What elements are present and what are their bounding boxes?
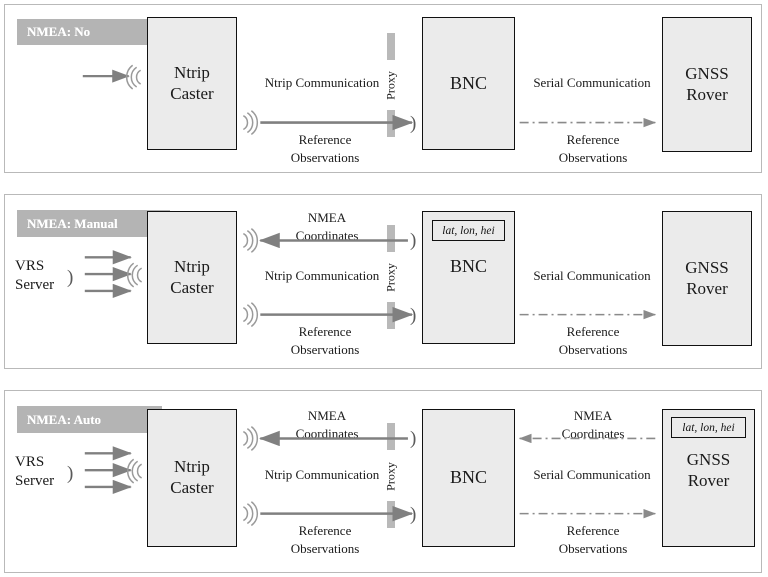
edge-label-line: Observations	[290, 149, 360, 165]
node-bnc: BNC	[422, 409, 515, 547]
edge-label-nmea-coordinates: NMEA Coordinates	[257, 209, 397, 244]
edge-label-line: Coordinates	[561, 425, 625, 441]
node-ntrip-caster: Ntrip Caster	[147, 409, 237, 547]
status-badge: NMEA: No	[17, 19, 149, 45]
edge-label-reference-observations: Reference Observations	[523, 323, 663, 358]
node-vrs-server: VRS Server	[15, 453, 54, 491]
edge-label-line: Coordinates	[295, 227, 359, 243]
node-label-line: VRS	[15, 454, 45, 470]
node-label-line: BNC	[449, 467, 487, 488]
node-label-line: GNSS	[685, 63, 729, 83]
edge-label-line: Reference	[298, 523, 352, 538]
edge-label-reference-observations: Reference Observations	[523, 131, 663, 166]
node-label-line: Ntrip	[174, 62, 210, 82]
node-label-line: Server	[15, 472, 55, 489]
edge-label-ntrip-communication: Ntrip Communication	[264, 268, 380, 283]
edge-label-line: NMEA	[307, 210, 347, 225]
edge-label-ntrip-communication: Ntrip Communication	[264, 75, 380, 90]
edge-label-reference-observations: Reference Observations	[523, 522, 663, 557]
vrs-emitter-symbol: )	[67, 463, 74, 484]
node-gnss-rover: GNSS Rover	[662, 17, 752, 152]
edge-label-line: Reference	[566, 523, 620, 538]
node-label-line: GNSS	[685, 257, 729, 277]
antenna-icon	[127, 458, 143, 484]
bnc-receiver-symbol: )	[410, 113, 417, 134]
edge-label-line: NMEA	[573, 408, 613, 423]
coordinate-chip-bnc: lat, lon, hei	[432, 220, 505, 241]
vrs-emitter-symbol: )	[67, 267, 74, 288]
edge-label-reference-observations: Reference Observations	[255, 131, 395, 166]
proxy-bar-upper	[387, 225, 395, 252]
edge-label-line: Reference	[566, 324, 620, 339]
status-badge: NMEA: Auto	[17, 406, 162, 433]
node-label-line: Ntrip	[174, 256, 210, 276]
panel-nmea-auto: NMEA: Auto VRS Server ) Ntrip Caster BNC…	[4, 390, 762, 573]
edge-label-reference-observations: Reference Observations	[255, 323, 395, 358]
bnc-receiver-symbol-lower: )	[410, 504, 417, 525]
node-label-line: Server	[15, 276, 55, 293]
edge-label-reference-observations: Reference Observations	[255, 522, 395, 557]
node-label-line: Rover	[687, 470, 730, 490]
edge-label-nmea-coordinates: NMEA Coordinates	[257, 407, 397, 442]
panel-nmea-no: NMEA: No Ntrip Caster BNC GNSS Rover Pro…	[4, 4, 762, 173]
edge-label-line: Reference	[566, 132, 620, 147]
coordinate-chip-rover: lat, lon, hei	[671, 417, 746, 438]
antenna-icon	[126, 64, 142, 90]
node-label-line: BNC	[449, 72, 487, 93]
edge-label-serial-communication: Serial Communication	[533, 268, 651, 283]
node-bnc: BNC	[422, 17, 515, 150]
edge-label-line: Observations	[558, 149, 628, 165]
broadcast-icon-upper	[242, 228, 259, 253]
node-ntrip-caster: Ntrip Caster	[147, 211, 237, 344]
proxy-bar-upper	[387, 423, 395, 450]
edge-label-line: Coordinates	[295, 425, 359, 441]
edge-label-line: NMEA	[307, 408, 347, 423]
node-gnss-rover: GNSS Rover	[662, 211, 752, 346]
node-label-line: Caster	[170, 83, 214, 103]
edge-label-line: Observations	[290, 341, 360, 357]
bnc-receiver-symbol-upper: )	[410, 428, 417, 449]
edge-label-serial-communication: Serial Communication	[533, 75, 651, 90]
edge-label-ntrip-communication: Ntrip Communication	[264, 467, 380, 482]
node-label-line: GNSS	[686, 450, 731, 469]
bnc-receiver-symbol-lower: )	[410, 305, 417, 326]
node-label-line: Caster	[170, 277, 214, 297]
broadcast-icon-upper	[242, 426, 259, 451]
edge-label-line: Observations	[558, 341, 628, 357]
node-label-line: Caster	[170, 478, 214, 497]
proxy-bar-upper	[387, 33, 395, 60]
bnc-receiver-symbol-upper: )	[410, 230, 417, 251]
node-ntrip-caster: Ntrip Caster	[147, 17, 237, 150]
edge-label-serial-communication: Serial Communication	[533, 467, 651, 482]
node-label-line: Ntrip	[174, 457, 210, 477]
node-label-line: Rover	[686, 278, 728, 298]
status-badge: NMEA: Manual	[17, 210, 170, 237]
node-label-line: Rover	[686, 84, 728, 104]
panel-nmea-manual: NMEA: Manual VRS Server ) Ntrip Caster B…	[4, 194, 762, 369]
node-label-line: BNC	[449, 256, 487, 276]
node-label-line: VRS	[15, 258, 45, 274]
antenna-icon	[127, 262, 143, 288]
edge-label-line: Observations	[290, 540, 360, 556]
edge-label-line: Reference	[298, 324, 352, 339]
edge-label-line: Reference	[298, 132, 352, 147]
edge-label-nmea-coordinates: NMEA Coordinates	[523, 407, 663, 442]
edge-label-line: Observations	[558, 540, 628, 556]
node-vrs-server: VRS Server	[15, 257, 54, 295]
